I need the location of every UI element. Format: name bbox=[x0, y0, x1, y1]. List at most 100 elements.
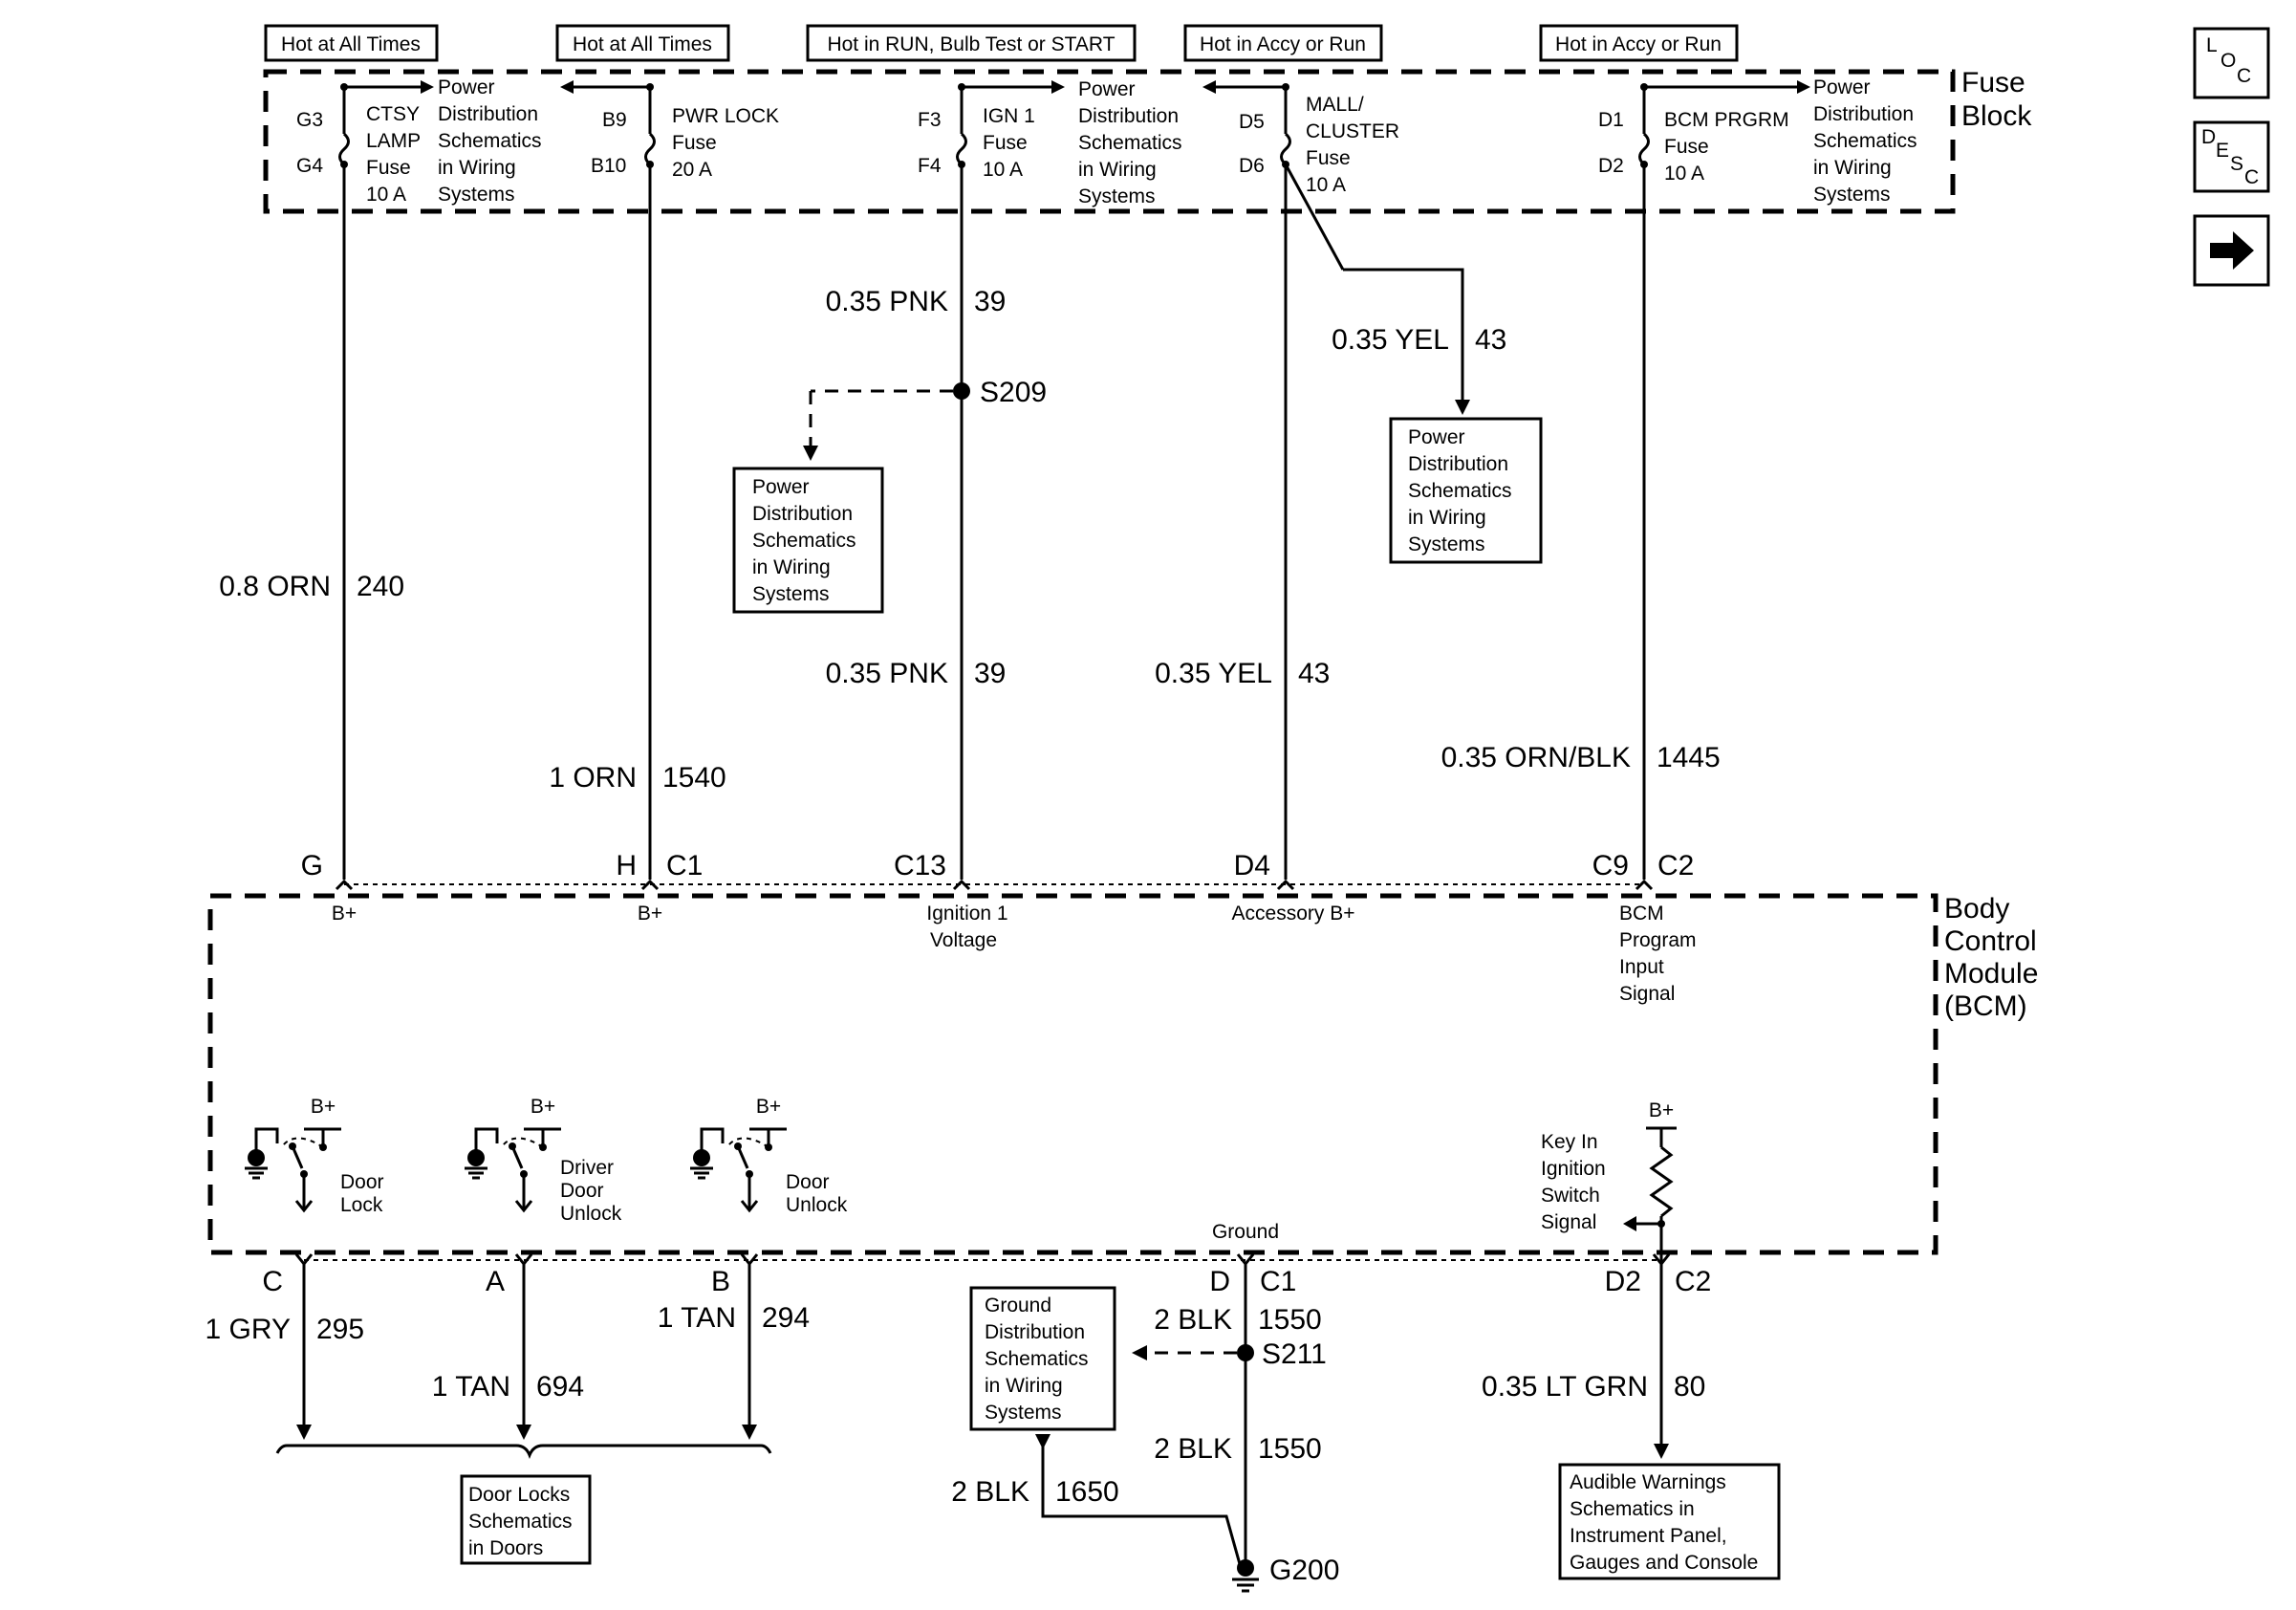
right-arrow-icon bbox=[2210, 231, 2254, 270]
fuse-block-label-2: Block bbox=[1961, 100, 2032, 132]
conn-g: G bbox=[301, 850, 323, 881]
svg-text:BCM PRGRM: BCM PRGRM bbox=[1664, 109, 1789, 131]
fuse-ign-1: F3 F4 IGN 1 Fuse 10 A bbox=[918, 80, 1065, 210]
bcm-ground-label: Ground bbox=[1212, 1221, 1279, 1243]
next-arrow-button[interactable] bbox=[2193, 214, 2270, 287]
svg-text:0.35 PNK: 0.35 PNK bbox=[826, 286, 948, 317]
svg-text:Distribution: Distribution bbox=[752, 503, 853, 525]
svg-text:MALL/: MALL/ bbox=[1306, 94, 1364, 116]
fuse1-pds-ref: Power Distribution Schematics in Wiring … bbox=[438, 76, 542, 206]
svg-text:D5: D5 bbox=[1239, 111, 1265, 133]
svg-text:Door: Door bbox=[560, 1180, 604, 1202]
svg-text:in Wiring: in Wiring bbox=[438, 157, 516, 179]
wire-label-240: 0.8 ORN 240 bbox=[219, 571, 404, 602]
svg-text:D6: D6 bbox=[1239, 155, 1265, 177]
svg-text:CTSY: CTSY bbox=[366, 103, 420, 125]
svg-text:Door: Door bbox=[786, 1171, 830, 1193]
svg-text:Hot in Accy or Run: Hot in Accy or Run bbox=[1200, 33, 1366, 55]
svg-text:80: 80 bbox=[1674, 1371, 1705, 1403]
svg-text:Door: Door bbox=[340, 1171, 384, 1193]
svg-text:Schematics: Schematics bbox=[1408, 480, 1512, 502]
hot-label-2: Hot at All Times bbox=[555, 24, 730, 62]
svg-text:G200: G200 bbox=[1269, 1555, 1339, 1586]
svg-text:0.8 ORN: 0.8 ORN bbox=[219, 571, 331, 602]
audible-warnings-box: Audible Warnings Schematics in Instrumen… bbox=[1558, 1463, 1781, 1580]
svg-text:D1: D1 bbox=[1598, 109, 1624, 131]
conn-b: B bbox=[711, 1266, 730, 1297]
svg-text:Fuse: Fuse bbox=[1306, 147, 1351, 169]
svg-text:1445: 1445 bbox=[1657, 742, 1721, 773]
bcm-input-acc: Accessory B+ bbox=[1232, 903, 1355, 925]
svg-text:in Wiring: in Wiring bbox=[752, 556, 831, 578]
svg-text:2 BLK: 2 BLK bbox=[1154, 1304, 1232, 1336]
svg-text:in Doors: in Doors bbox=[468, 1537, 543, 1559]
svg-text:1540: 1540 bbox=[662, 762, 726, 794]
wire-1550: 2 BLK 1550 2 BLK 1550 bbox=[1154, 1264, 1322, 1564]
svg-text:LAMP: LAMP bbox=[366, 130, 421, 152]
svg-text:Ground: Ground bbox=[985, 1295, 1051, 1316]
desc-button[interactable]: D E S C bbox=[2193, 120, 2270, 193]
svg-text:C: C bbox=[2237, 65, 2251, 87]
svg-text:Signal: Signal bbox=[1619, 983, 1675, 1005]
svg-text:L: L bbox=[2206, 34, 2218, 56]
door-locks-brace bbox=[275, 1444, 772, 1460]
svg-text:Systems: Systems bbox=[1813, 184, 1891, 206]
wire-label-39-upper: 0.35 PNK 39 bbox=[826, 286, 1007, 317]
conn-h: H bbox=[616, 850, 637, 881]
svg-text:294: 294 bbox=[762, 1302, 810, 1334]
loc-button[interactable]: L O C bbox=[2193, 27, 2270, 99]
wire-label-1540: 1 ORN 1540 bbox=[549, 762, 726, 794]
conn-c2-bottom: C2 bbox=[1675, 1266, 1711, 1297]
svg-text:Signal: Signal bbox=[1541, 1211, 1596, 1233]
bcm-label: Body Control Module (BCM) bbox=[1944, 893, 2038, 1022]
wire-label-39-lower: 0.35 PNK 39 bbox=[826, 658, 1007, 689]
svg-text:F3: F3 bbox=[918, 109, 942, 131]
svg-text:Body: Body bbox=[1944, 893, 2009, 925]
svg-text:Hot in RUN, Bulb Test or START: Hot in RUN, Bulb Test or START bbox=[827, 33, 1115, 55]
svg-text:1 GRY: 1 GRY bbox=[206, 1314, 292, 1345]
svg-text:Ignition: Ignition bbox=[1541, 1158, 1606, 1180]
svg-text:Unlock: Unlock bbox=[560, 1203, 622, 1225]
fuse3-pds-ref: Power Distribution Schematics in Wiring … bbox=[1078, 78, 1182, 207]
svg-text:B+: B+ bbox=[756, 1096, 781, 1118]
wire-694: 1 TAN 694 bbox=[432, 1264, 584, 1440]
svg-text:Ignition 1: Ignition 1 bbox=[926, 903, 1007, 925]
svg-text:Schematics: Schematics bbox=[985, 1348, 1089, 1370]
branch-43 bbox=[1343, 268, 1470, 415]
svg-text:Lock: Lock bbox=[340, 1194, 383, 1216]
wire-80: 0.35 LT GRN 80 bbox=[1482, 1264, 1705, 1459]
svg-text:G4: G4 bbox=[296, 155, 323, 177]
svg-text:B9: B9 bbox=[602, 109, 627, 131]
svg-text:10 A: 10 A bbox=[1306, 174, 1346, 196]
svg-text:Hot at All Times: Hot at All Times bbox=[281, 33, 421, 55]
conn-d2: D2 bbox=[1605, 1266, 1641, 1297]
fuse-block-outline bbox=[263, 69, 1956, 214]
svg-text:Distribution: Distribution bbox=[1078, 105, 1179, 127]
svg-text:10 A: 10 A bbox=[1664, 163, 1704, 185]
svg-text:1550: 1550 bbox=[1258, 1304, 1322, 1336]
svg-text:S209: S209 bbox=[980, 377, 1047, 408]
svg-text:Systems: Systems bbox=[1408, 533, 1485, 555]
svg-text:D2: D2 bbox=[1598, 155, 1624, 177]
fuse-mall-cluster: D5 D6 MALL/ CLUSTER Fuse 10 A bbox=[1202, 80, 1399, 271]
svg-text:Distribution: Distribution bbox=[985, 1321, 1085, 1343]
svg-text:IGN 1: IGN 1 bbox=[983, 105, 1035, 127]
svg-text:Audible Warnings: Audible Warnings bbox=[1570, 1471, 1726, 1493]
svg-text:F4: F4 bbox=[918, 155, 942, 177]
fuse-bcm-prgrm: D1 D2 BCM PRGRM Fuse 10 A bbox=[1598, 80, 1810, 210]
svg-text:43: 43 bbox=[1475, 324, 1506, 356]
svg-text:B10: B10 bbox=[591, 155, 626, 177]
fuse5-pds-ref: Power Distribution Schematics in Wiring … bbox=[1813, 76, 1917, 206]
ground-g200: G200 bbox=[1232, 1555, 1339, 1593]
svg-text:Power: Power bbox=[1813, 76, 1871, 98]
svg-text:Control: Control bbox=[1944, 925, 2037, 957]
svg-text:1 TAN: 1 TAN bbox=[432, 1371, 510, 1403]
svg-text:Power: Power bbox=[1408, 426, 1465, 448]
svg-text:S: S bbox=[2230, 153, 2243, 175]
fuse-ctsy-lamp: G3 G4 CTSY LAMP Fuse 10 A bbox=[296, 80, 434, 210]
bcm-outline bbox=[207, 893, 1939, 1255]
svg-text:1550: 1550 bbox=[1258, 1433, 1322, 1465]
svg-text:Gauges and Console: Gauges and Console bbox=[1570, 1552, 1758, 1574]
wire-1650: 2 BLK 1650 bbox=[951, 1434, 1242, 1565]
